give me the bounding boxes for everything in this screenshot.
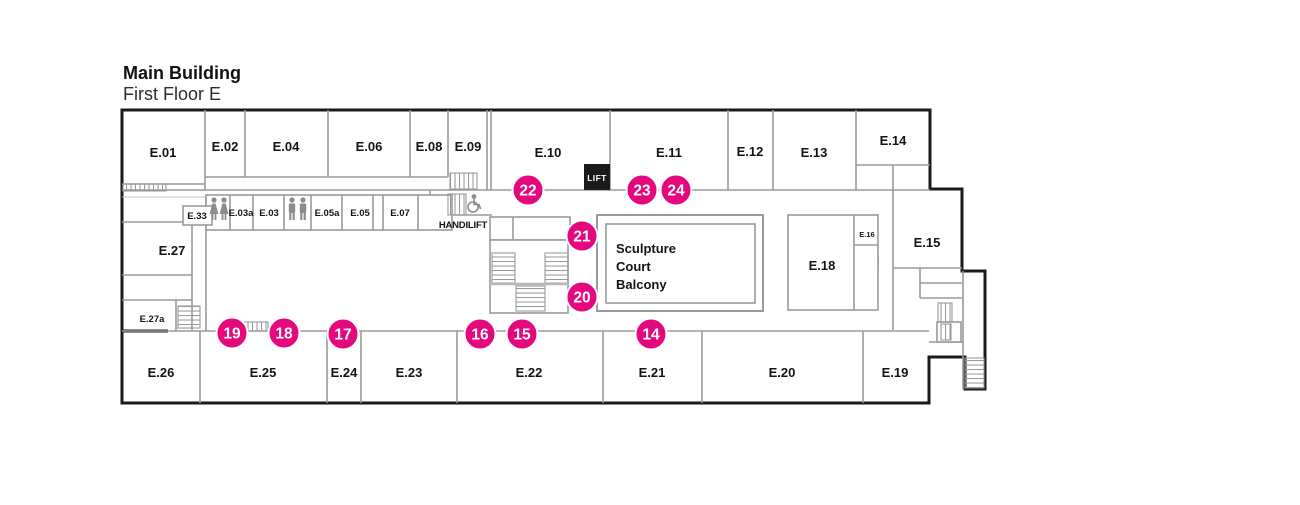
room-label-e02: E.02 bbox=[212, 139, 239, 154]
sculpture-court-label-line3: Balcony bbox=[616, 277, 667, 292]
stairs-e27a bbox=[177, 305, 201, 329]
svg-text:19: 19 bbox=[223, 326, 241, 343]
room-label-e12: E.12 bbox=[737, 144, 764, 159]
svg-text:23: 23 bbox=[633, 183, 651, 200]
tour-stop-14[interactable]: 14 bbox=[634, 317, 668, 351]
tour-stop-19[interactable]: 19 bbox=[215, 316, 249, 350]
room-label-e18: E.18 bbox=[809, 258, 836, 273]
tour-stop-21[interactable]: 21 bbox=[565, 219, 599, 253]
wheelchair-accessible-icon bbox=[467, 194, 482, 213]
room-label-e11: E.11 bbox=[656, 145, 682, 160]
room-label-e25: E.25 bbox=[250, 365, 277, 380]
stairs-north-corridor bbox=[449, 172, 478, 190]
svg-text:22: 22 bbox=[519, 183, 536, 200]
room-label-e24: E.24 bbox=[331, 365, 359, 380]
stairs-group bbox=[122, 172, 985, 389]
room-label-e27a: E.27a bbox=[140, 314, 166, 325]
mezzanine-rooms bbox=[182, 194, 453, 231]
sculpture-court-label-line2: Court bbox=[616, 259, 651, 274]
room-label-e23: E.23 bbox=[396, 365, 423, 380]
room-label-e07: E.07 bbox=[390, 208, 410, 219]
stairs-southeast-tower bbox=[964, 357, 985, 389]
room-label-e19: E.19 bbox=[882, 365, 909, 380]
room-label-e27: E.27 bbox=[159, 243, 186, 258]
room-label-e01: E.01 bbox=[150, 145, 177, 160]
room-label-e03a: E.03a bbox=[229, 208, 255, 219]
svg-text:14: 14 bbox=[642, 327, 660, 344]
room-label-e14: E.14 bbox=[880, 133, 908, 148]
svg-text:18: 18 bbox=[275, 326, 293, 343]
room-label-e10: E.10 bbox=[535, 145, 562, 160]
svg-text:17: 17 bbox=[334, 327, 351, 344]
handilift-label: HANDILIFT bbox=[439, 220, 488, 231]
room-label-e05a: E.05a bbox=[315, 208, 341, 219]
male-toilet-icon bbox=[288, 197, 307, 220]
tour-stop-24[interactable]: 24 bbox=[659, 173, 693, 207]
room-label-e09: E.09 bbox=[455, 139, 482, 154]
female-toilet-icon bbox=[209, 197, 229, 220]
svg-text:24: 24 bbox=[667, 183, 685, 200]
stairs-west-corridor bbox=[122, 183, 167, 192]
room-label-e05: E.05 bbox=[350, 208, 370, 219]
room-label-e26: E.26 bbox=[148, 365, 175, 380]
stair-lobby bbox=[489, 216, 571, 241]
room-label-e16: E.16 bbox=[859, 230, 874, 239]
room-e18-block bbox=[787, 214, 879, 311]
lift-label: LIFT bbox=[587, 173, 607, 183]
lift-main: LIFT bbox=[584, 164, 610, 190]
svg-text:20: 20 bbox=[573, 290, 590, 307]
sculpture-court-balcony: Sculpture Court Balcony bbox=[596, 214, 764, 312]
svg-text:15: 15 bbox=[513, 327, 531, 344]
sculpture-court-label-line1: Sculpture bbox=[616, 241, 676, 256]
tour-stop-18[interactable]: 18 bbox=[267, 316, 301, 350]
tour-stop-23[interactable]: 23 bbox=[625, 173, 659, 207]
room-label-e20: E.20 bbox=[769, 365, 796, 380]
svg-text:21: 21 bbox=[573, 229, 591, 246]
tour-stop-16[interactable]: 16 bbox=[463, 317, 497, 351]
page-subtitle: First Floor E bbox=[123, 84, 221, 104]
page-title: Main Building bbox=[123, 63, 241, 83]
room-label-e33: E.33 bbox=[187, 211, 207, 222]
room-label-e08: E.08 bbox=[416, 139, 443, 154]
room-label-e03: E.03 bbox=[259, 208, 279, 219]
room-label-e06: E.06 bbox=[356, 139, 383, 154]
room-label-e21: E.21 bbox=[639, 365, 666, 380]
building-outline bbox=[120, 108, 987, 405]
room-labels: E.01 E.02 E.04 E.06 E.08 E.09 E.10 E.11 … bbox=[140, 133, 941, 380]
stairs-handilift bbox=[447, 193, 467, 216]
room-label-e13: E.13 bbox=[801, 145, 828, 160]
tour-stop-20[interactable]: 20 bbox=[565, 280, 599, 314]
tour-stop-15[interactable]: 15 bbox=[505, 317, 539, 351]
room-label-e15: E.15 bbox=[914, 235, 941, 250]
tour-stop-17[interactable]: 17 bbox=[326, 317, 360, 351]
tour-stop-22[interactable]: 22 bbox=[511, 173, 545, 207]
svg-text:16: 16 bbox=[471, 327, 489, 344]
room-label-e22: E.22 bbox=[516, 365, 543, 380]
room-label-e04: E.04 bbox=[273, 139, 301, 154]
tour-stops: 22 23 24 21 20 19 18 17 16 15 14 bbox=[215, 173, 693, 351]
